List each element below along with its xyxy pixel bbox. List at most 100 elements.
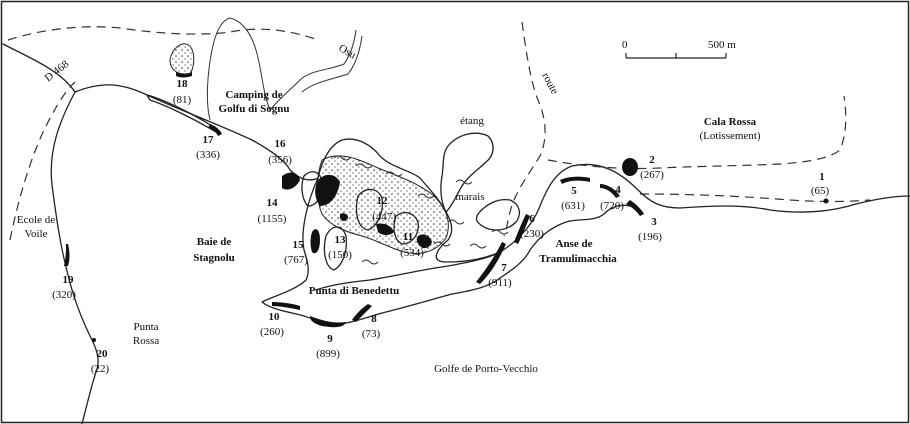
marais-outline xyxy=(475,198,521,231)
site-15-id: 15 xyxy=(293,239,305,251)
site-6-id: 6 xyxy=(529,213,535,225)
site-marker-7 xyxy=(476,242,506,284)
site-marker-13 xyxy=(340,213,348,221)
label-camping-1: Camping de xyxy=(225,89,282,101)
site-11-id: 11 xyxy=(403,231,413,243)
site-5-count: (631) xyxy=(561,200,585,212)
lagoon-area xyxy=(315,251,501,291)
site-9-count: (899) xyxy=(316,348,340,360)
site-20-count: (22) xyxy=(91,363,110,375)
site-10-id: 10 xyxy=(269,311,281,323)
site-16-id: 16 xyxy=(275,138,287,150)
site-13-count: (150) xyxy=(328,249,352,261)
site-9-id: 9 xyxy=(327,333,333,345)
site-16-count: (356) xyxy=(268,154,292,166)
site-3-id: 3 xyxy=(651,216,657,228)
peninsula-outline xyxy=(317,138,910,263)
pond-18 xyxy=(169,43,195,75)
site-marker-1 xyxy=(823,198,829,204)
site-4-count: (720) xyxy=(600,200,624,212)
road-east-lower xyxy=(639,193,871,203)
site-marker-2 xyxy=(622,158,638,176)
cell-outline-b xyxy=(393,211,419,245)
label-ecole-1: Ecole de xyxy=(17,214,55,226)
site-7-id: 7 xyxy=(501,262,507,274)
label-route: route xyxy=(539,71,560,97)
site-marker-9 xyxy=(310,316,346,328)
label-punta-rossa-1: Punta xyxy=(133,321,158,333)
site-14-count: (1155) xyxy=(258,213,287,225)
scale-zero-label: 0 xyxy=(622,39,628,51)
marsh-symbols xyxy=(333,155,509,265)
peninsula-south-shore xyxy=(261,177,631,325)
site-7-count: (911) xyxy=(488,277,512,289)
site-1-id: 1 xyxy=(819,171,825,183)
site-marker-12 xyxy=(376,223,394,235)
site-2-count: (267) xyxy=(640,169,664,181)
site-11-count: (534) xyxy=(400,247,424,259)
site-17-count: (336) xyxy=(196,149,220,161)
label-anse-2: Tramulimacchia xyxy=(539,253,617,265)
site-19-count: (320) xyxy=(52,289,76,301)
label-marais: marais xyxy=(455,191,484,203)
etang-outline xyxy=(440,132,494,213)
site-marker-17 xyxy=(208,124,222,136)
label-camping-2: Golfu di Sognu xyxy=(219,103,290,115)
site-18-count: (81) xyxy=(173,94,192,106)
site-marker-5 xyxy=(560,176,590,184)
site-labels: 1 (65) 2 (267) 3 (196) 4 (720) 5 (631) 6… xyxy=(52,78,829,375)
scale-distance-label: 500 m xyxy=(708,39,736,51)
river-osu-bank xyxy=(301,35,363,93)
site-marker-11 xyxy=(416,234,432,249)
site-14-id: 14 xyxy=(267,197,279,209)
site-4-id: 4 xyxy=(615,184,621,196)
site-17-id: 17 xyxy=(203,134,215,146)
cell-outline-c xyxy=(323,226,348,271)
site-marker-4 xyxy=(600,184,620,198)
site-marker-19 xyxy=(64,244,70,266)
site-marker-6 xyxy=(514,214,530,244)
label-punta-rossa-2: Rossa xyxy=(133,335,159,347)
label-cala-rossa-1: Cala Rossa xyxy=(704,116,757,128)
site-marker-10 xyxy=(272,302,300,310)
site-2-id: 2 xyxy=(649,154,655,166)
site-12-id: 12 xyxy=(377,195,389,207)
road-west xyxy=(9,81,76,241)
cell-outline-a xyxy=(355,188,384,231)
road-east xyxy=(547,95,847,170)
site-8-count: (73) xyxy=(362,328,381,340)
site-marker-14 xyxy=(315,174,340,206)
label-baie-2: Stagnolu xyxy=(193,252,235,264)
coastline-west xyxy=(2,43,99,424)
road-d468 xyxy=(7,26,319,41)
label-ecole-2: Voile xyxy=(24,228,47,240)
site-marker-3 xyxy=(626,200,644,216)
site-5-id: 5 xyxy=(571,185,577,197)
road-route xyxy=(503,21,546,237)
site-20-id: 20 xyxy=(97,348,109,360)
label-punta-benedettu: Punta di Benedettu xyxy=(309,285,399,297)
label-baie-1: Baie de xyxy=(197,236,232,248)
label-d468: D 468 xyxy=(42,58,71,85)
site-10-count: (260) xyxy=(260,326,284,338)
river-osu xyxy=(206,17,357,121)
site-6-count: (230) xyxy=(520,228,544,240)
label-osu: Osu xyxy=(337,42,359,62)
site-3-count: (196) xyxy=(638,231,662,243)
label-anse-1: Anse de xyxy=(556,238,593,250)
site-19-id: 19 xyxy=(63,274,75,286)
site-marker-18 xyxy=(176,72,192,78)
site-18-id: 18 xyxy=(177,78,189,90)
site-8-id: 8 xyxy=(371,313,377,325)
site-13-id: 13 xyxy=(335,234,347,246)
label-cala-rossa-2: (Lotissement) xyxy=(699,130,760,142)
site-marker-20 xyxy=(92,338,96,342)
site-markers xyxy=(64,72,829,342)
site-marker-8 xyxy=(352,304,372,322)
site-15-count: (767) xyxy=(284,254,308,266)
site-marker-15 xyxy=(310,229,320,254)
site-12-count: (447) xyxy=(372,211,396,223)
